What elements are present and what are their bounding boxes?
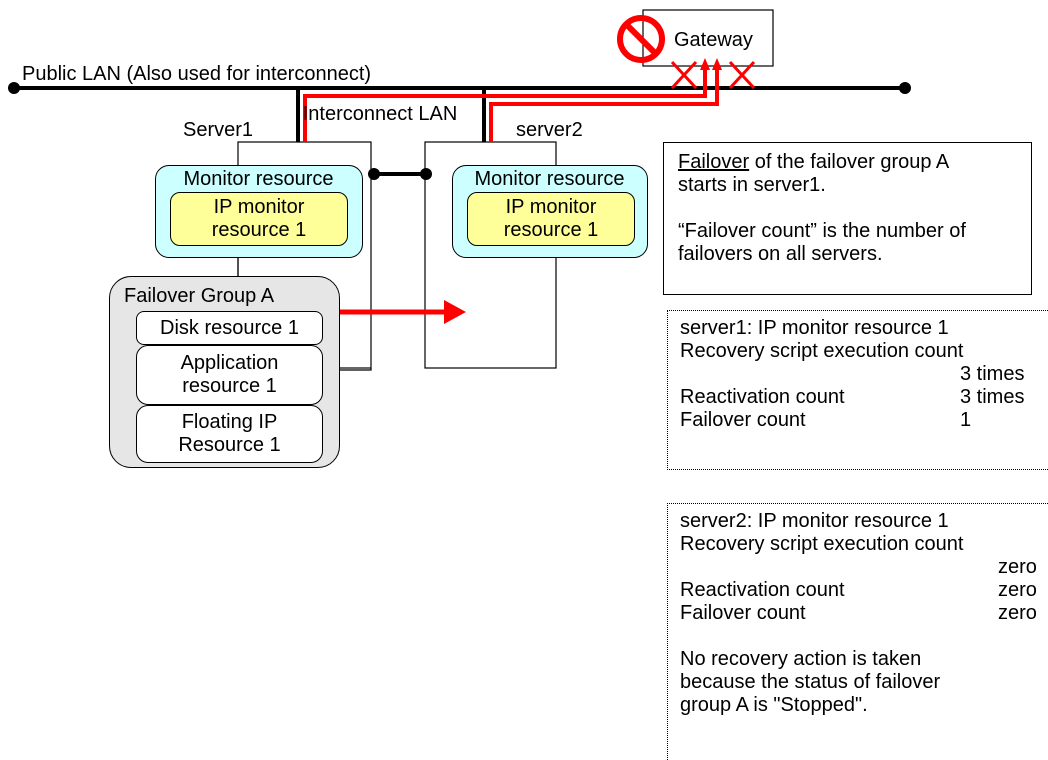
public-lan-endpoint-right — [899, 82, 911, 94]
server2-failover-label: Failover count — [680, 602, 806, 624]
floating-ip-resource: Floating IP Resource 1 — [136, 405, 323, 463]
server1-recovery-value: 3 times — [960, 363, 1025, 385]
server1-monitor-resource: Monitor resource IP monitor resource 1 — [155, 165, 363, 258]
server2-count-title: server2: IP monitor resource 1 — [680, 510, 949, 532]
failover-group-a: Failover Group A Disk resource 1 Applica… — [109, 276, 340, 468]
server1-reactivation-value: 3 times — [960, 386, 1025, 408]
server2-label: server2 — [516, 119, 583, 141]
server2-footer-note: No recovery action is taken because the … — [680, 648, 941, 716]
server2-monitor-path — [489, 68, 719, 142]
link-failure-x-right — [728, 60, 756, 90]
gateway-label: Gateway — [674, 29, 753, 51]
failover-note-line2: starts in server1. — [678, 174, 826, 196]
server2-reactivation-value: zero — [998, 579, 1037, 601]
server1-recovery-label: Recovery script execution count — [680, 340, 964, 362]
server2-path-arrowhead — [712, 58, 722, 70]
server1-reactivation-label: Reactivation count — [680, 386, 845, 408]
server1-failover-label: Failover count — [680, 409, 806, 431]
interconnect-endpoint-left — [368, 168, 380, 180]
server1-path-arrowhead — [700, 58, 710, 70]
interconnect-endpoint-right — [420, 168, 432, 180]
server2-failover-value: zero — [998, 602, 1037, 624]
failover-count-definition: “Failover count” is the number of failov… — [678, 220, 966, 265]
failover-term: Failover — [678, 151, 750, 173]
failover-note: Failover of the failover group A starts … — [663, 142, 1032, 295]
server1-ip-monitor-resource: IP monitor resource 1 — [170, 192, 348, 246]
prohibited-icon — [617, 15, 665, 63]
failover-note-line1: of the failover group A — [749, 151, 950, 173]
server2-monitor-resource-title: Monitor resource — [474, 168, 625, 190]
interconnect-label: Interconnect LAN — [302, 103, 458, 125]
server1-failover-value: 1 — [960, 409, 972, 431]
disk-resource: Disk resource 1 — [136, 311, 323, 345]
server1-label: Server1 — [183, 119, 254, 141]
server2-monitor-resource: Monitor resource IP monitor resource 1 — [452, 165, 648, 258]
application-resource: Application resource 1 — [136, 345, 323, 405]
server1-count-title: server1: IP monitor resource 1 — [680, 317, 949, 339]
server2-recovery-value: zero — [998, 556, 1037, 578]
server2-recovery-label: Recovery script execution count — [680, 533, 964, 555]
server1-monitor-path — [303, 68, 707, 142]
server1-monitor-resource-title: Monitor resource — [183, 168, 334, 190]
failover-arrowhead — [444, 300, 466, 324]
server2-count-box: server2: IP monitor resource 1 Recovery … — [667, 503, 1048, 760]
public-lan-label: Public LAN (Also used for interconnect) — [22, 63, 372, 85]
server2-ip-monitor-resource: IP monitor resource 1 — [467, 192, 635, 246]
server2-reactivation-label: Reactivation count — [680, 579, 845, 601]
failover-group-title: Failover Group A — [124, 285, 275, 307]
server1-count-box: server1: IP monitor resource 1 Recovery … — [667, 310, 1048, 470]
public-lan-endpoint-left — [8, 82, 20, 94]
link-failure-x-left — [670, 60, 698, 90]
